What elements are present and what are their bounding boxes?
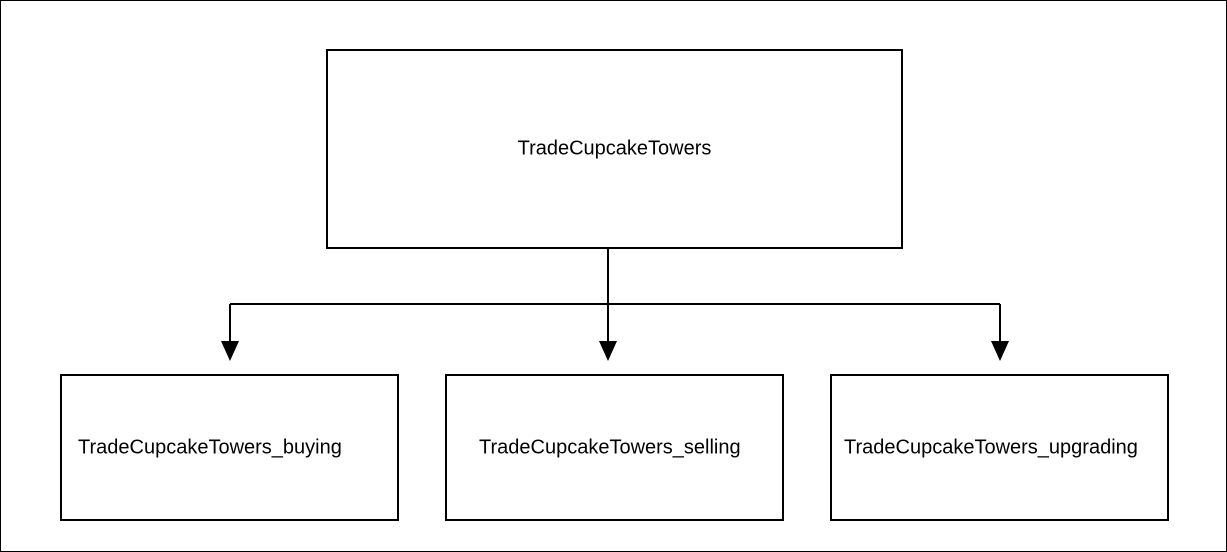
child-node-label: TradeCupcakeTowers_selling [479, 436, 741, 458]
root-node-label: TradeCupcakeTowers [517, 137, 712, 160]
child-node-upgrading: TradeCupcakeTowers_upgrading [830, 374, 1169, 521]
arrowhead-upgrading [991, 341, 1009, 361]
arrowhead-buying [221, 341, 239, 361]
child-node-selling: TradeCupcakeTowers_selling [445, 374, 784, 521]
root-node: TradeCupcakeTowers [326, 49, 903, 249]
child-node-label: TradeCupcakeTowers_buying [78, 436, 342, 458]
child-node-label: TradeCupcakeTowers_upgrading [844, 436, 1138, 458]
child-node-buying: TradeCupcakeTowers_buying [60, 374, 399, 521]
arrowhead-selling [599, 341, 617, 361]
